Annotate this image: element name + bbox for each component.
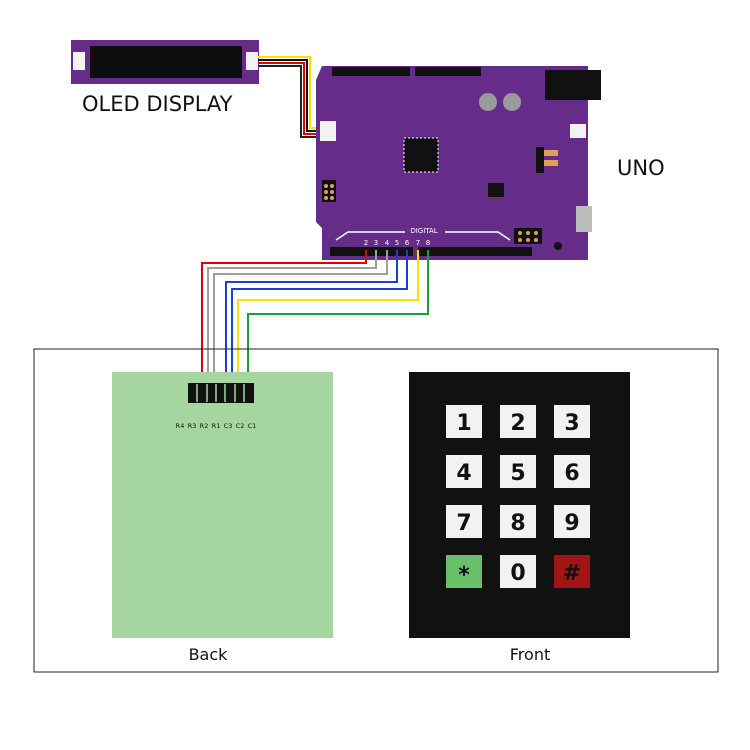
svg-text:#: # [563,561,581,586]
pin-label-c2: C2 [236,422,245,430]
keypad-frame [33,348,719,673]
pin-label-8: 8 [426,239,430,247]
svg-text:*: * [458,563,470,588]
svg-text:6: 6 [564,461,579,486]
key-6 [554,455,590,488]
pin-label-c3: C3 [224,422,233,430]
svg-text:8: 8 [510,511,525,536]
keypad-wires [201,250,429,383]
svg-text:1: 1 [456,411,471,436]
key-9 [554,505,590,538]
pin-label-r4: R4 [176,422,185,430]
key-4 [446,455,482,488]
svg-text:4: 4 [456,461,471,486]
keypad-back-pin-labels: R4 R3 R2 R1 C3 C2 C1 [176,422,257,430]
key-7 [446,505,482,538]
key-8 [500,505,536,538]
key-3 [554,405,590,438]
pin-label-2: 2 [364,239,368,247]
key-5 [500,455,536,488]
pin-label-r3: R3 [188,422,197,430]
pin-label-7: 7 [416,239,420,247]
key-star [446,555,482,588]
svg-text:5: 5 [510,461,525,486]
digital-label: DIGITAL [410,227,437,235]
key-hash [554,555,590,588]
uno-label: UNO [617,156,665,180]
oled-display-module [71,40,259,84]
svg-text:2: 2 [510,411,525,436]
svg-text:0: 0 [510,561,525,586]
oled-wires [258,56,322,138]
svg-text:3: 3 [564,411,579,436]
keypad-front-label: Front [510,645,550,664]
oled-display-label: OLED DISPLAY [82,92,233,116]
pin-label-6: 6 [405,239,410,247]
key-2 [500,405,536,438]
digital-pin-labels: 2 3 4 5 6 7 8 [364,239,430,247]
key-0 [500,555,536,588]
pin-label-5: 5 [395,239,399,247]
keypad-back-pcb [112,372,333,638]
pin-label-c1: C1 [248,422,257,430]
pin-label-r1: R1 [212,422,221,430]
keypad-keys [446,405,590,588]
svg-text:7: 7 [456,511,471,536]
uno-board [316,66,601,260]
keypad-back-pin-divider [196,384,245,402]
svg-text:9: 9 [564,511,579,536]
keypad-back-label: Back [189,645,229,664]
pin-label-4: 4 [385,239,390,247]
keypad-back-connector [188,383,254,403]
key-1 [446,405,482,438]
pin-label-r2: R2 [200,422,209,430]
keypad-key-labels: 1 2 3 4 5 6 7 8 9 * 0 # [456,411,581,588]
pin-label-3: 3 [374,239,378,247]
